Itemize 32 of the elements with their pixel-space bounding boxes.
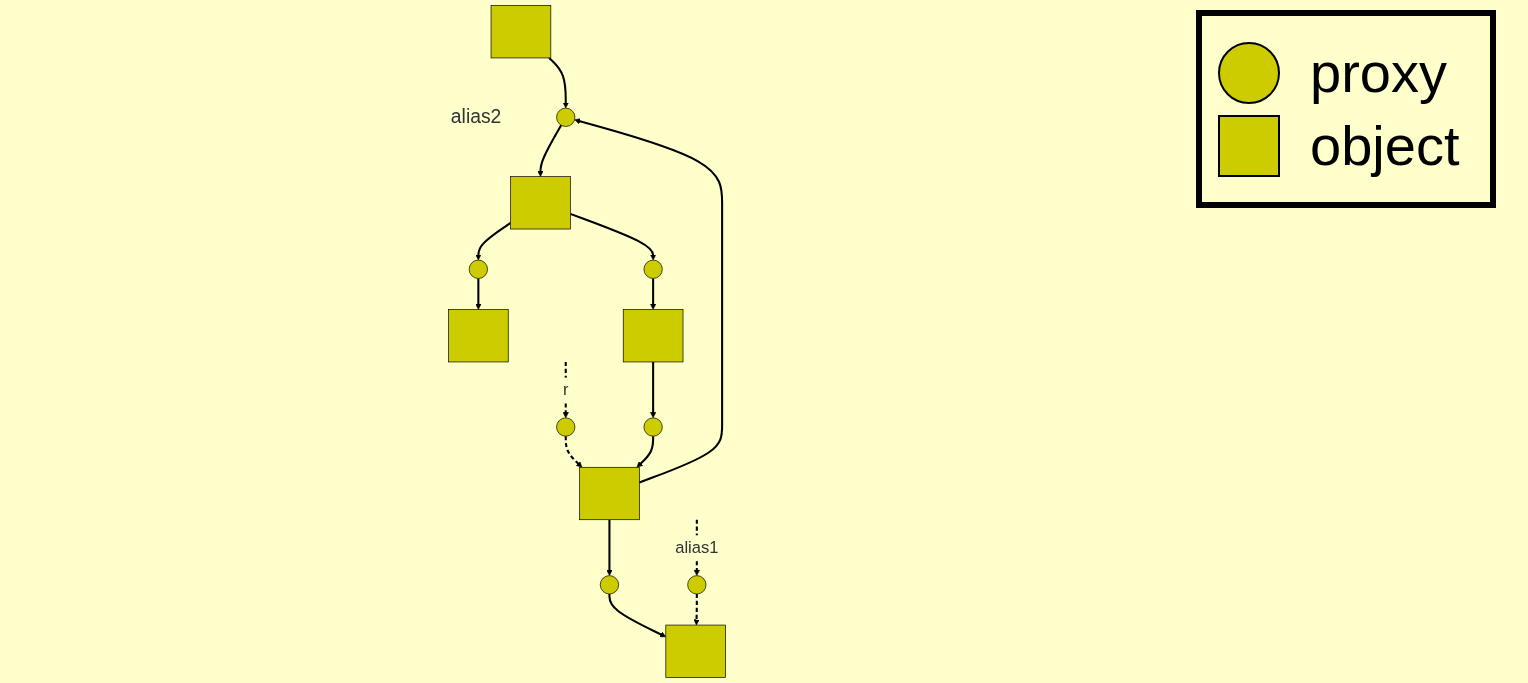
node-circle xyxy=(687,575,707,595)
arrow xyxy=(562,361,569,419)
arrow xyxy=(693,594,700,626)
arrow xyxy=(548,57,569,109)
node-box xyxy=(622,309,684,363)
edge-label: r xyxy=(562,380,569,399)
node-circle xyxy=(556,417,576,437)
node-circle xyxy=(599,575,619,595)
arrow xyxy=(574,118,724,484)
legend-label: object xyxy=(1310,113,1460,178)
arrow xyxy=(608,594,667,638)
node-circle xyxy=(643,259,663,279)
arrow xyxy=(650,361,657,419)
node-circle xyxy=(468,259,488,279)
arrow xyxy=(564,436,583,468)
node-box xyxy=(448,309,509,363)
node-box xyxy=(665,624,726,678)
edge-label: alias1 xyxy=(675,538,719,557)
node-box xyxy=(579,466,640,521)
arrow xyxy=(475,222,512,261)
arrow xyxy=(606,519,613,576)
arrow xyxy=(650,278,657,310)
node-box xyxy=(510,176,571,230)
arrow xyxy=(537,124,563,177)
node-circle xyxy=(556,107,576,127)
legend-label: proxy xyxy=(1310,40,1447,105)
arrow xyxy=(570,212,657,261)
node-box xyxy=(490,5,552,59)
node-circle xyxy=(643,417,663,437)
arrow xyxy=(636,436,655,468)
node-label: alias2 xyxy=(450,106,502,128)
arrow xyxy=(475,278,482,310)
